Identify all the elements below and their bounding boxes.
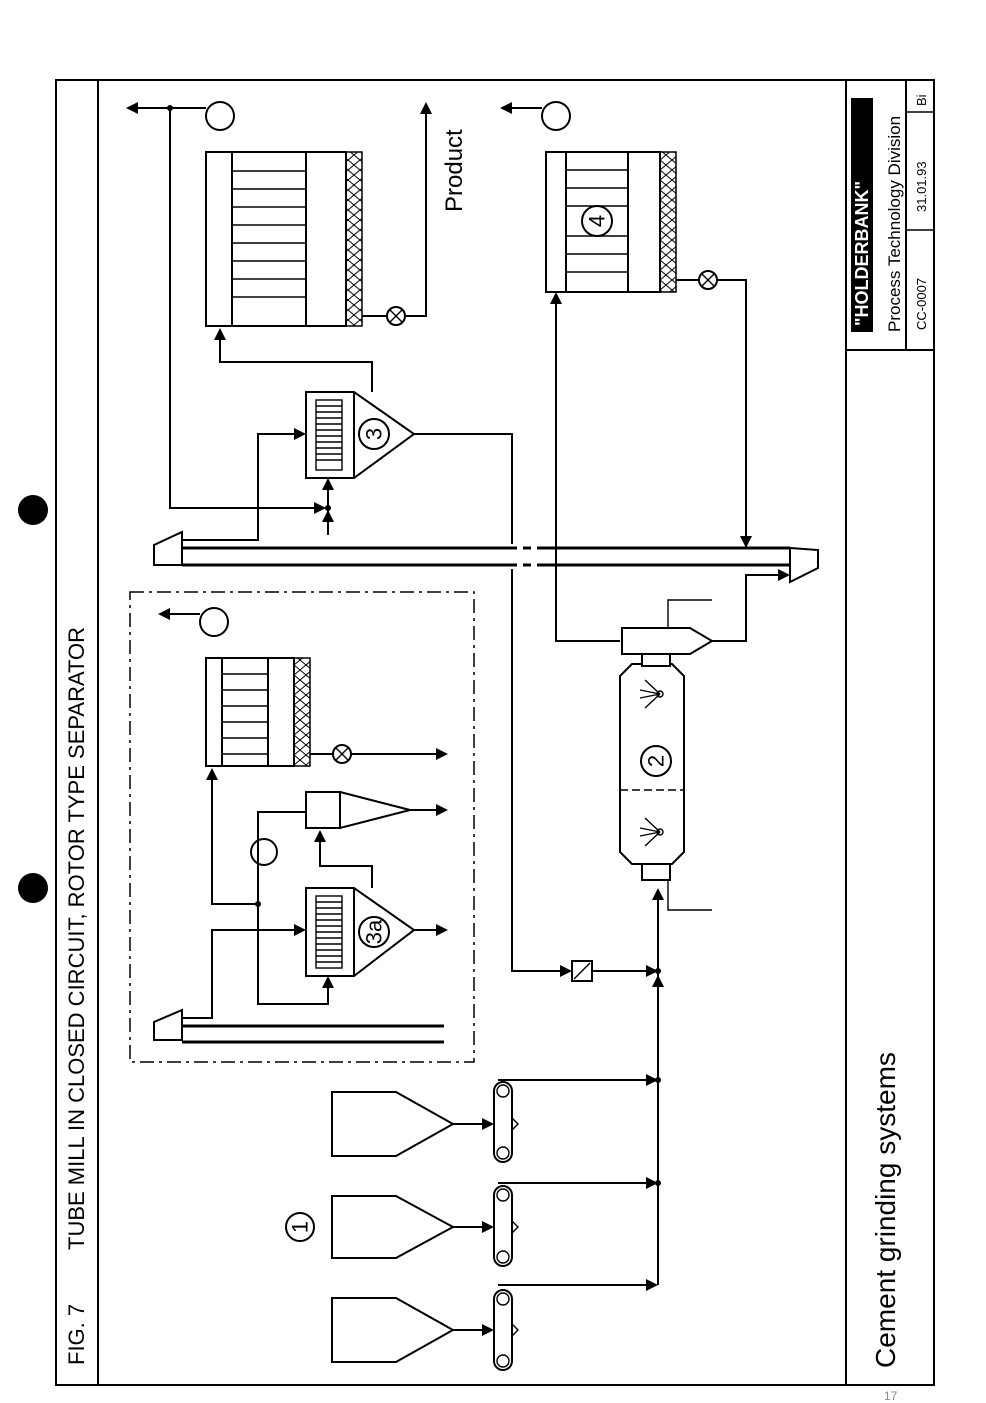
figure-label: FIG. 7	[64, 1304, 89, 1365]
figure-title: TUBE MILL IN CLOSED CIRCUIT, ROTOR TYPE …	[64, 627, 89, 1250]
title-block	[846, 80, 934, 351]
label-feed-bins: 1	[288, 1221, 313, 1233]
company-logo	[851, 98, 873, 332]
label-separator-alt: 3a	[362, 919, 387, 944]
punch-hole	[18, 495, 48, 525]
figure-caption: Cement grinding systems	[870, 1052, 901, 1368]
document-code: CC-0007	[914, 278, 929, 330]
document-author: Bi	[914, 94, 929, 106]
division-name: Process Technology Division	[885, 116, 904, 332]
separator: 3	[305, 391, 416, 479]
product-filter	[126, 101, 432, 327]
label-separator: 3	[362, 428, 387, 440]
document-date: 31.01.93	[914, 161, 929, 212]
alternative-separator-system: 3a	[129, 591, 475, 1063]
page-frame	[55, 79, 935, 1386]
tube-mill: 2	[619, 599, 714, 911]
product-label: Product	[441, 129, 468, 212]
label-tube-mill: 2	[644, 755, 669, 767]
label-mill-filter: 4	[585, 215, 610, 227]
feed-bins: 1	[285, 1074, 658, 1371]
punch-hole	[18, 873, 48, 903]
mill-filter: 4	[500, 101, 752, 548]
page-mark: 17	[884, 1389, 898, 1403]
company-name: "HOLDERBANK"	[852, 181, 872, 326]
bucket-elevator	[153, 530, 819, 584]
